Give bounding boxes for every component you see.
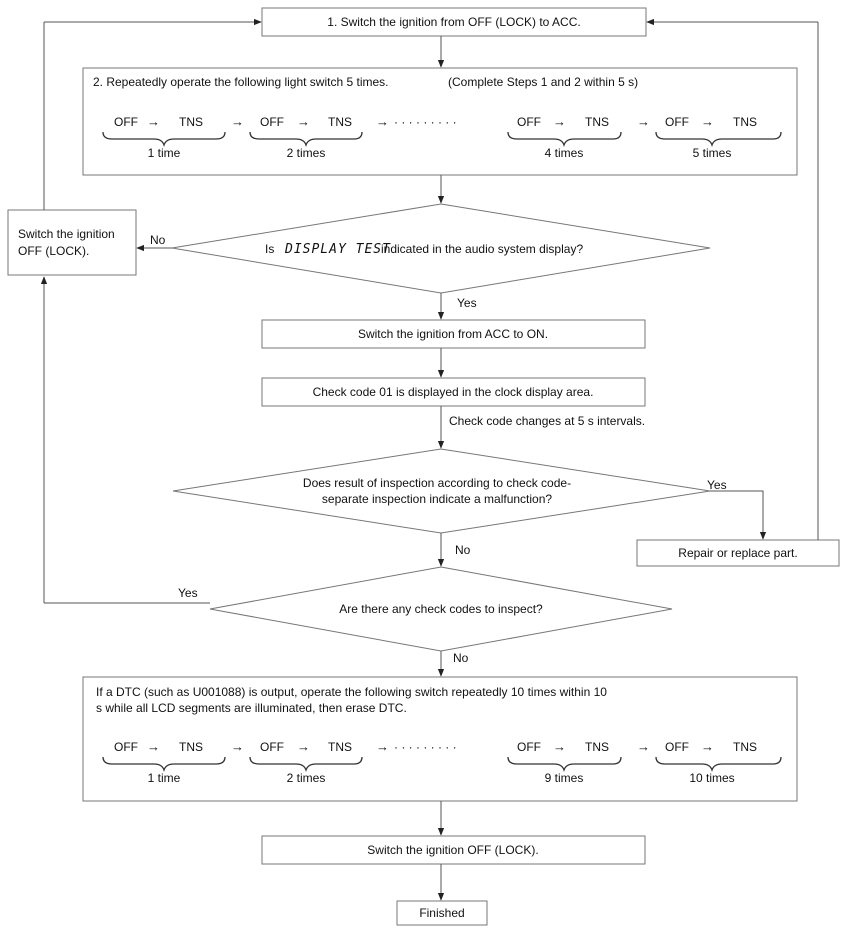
switch-sequence-2: OFF → TNS → OFF → TNS → · · · · · · · · … [102,739,782,785]
seq2-tns-c: TNS [585,740,609,754]
seq2-arrow-a: → [147,739,160,754]
switch-off-left-line1: Switch the ignition [18,227,115,241]
switch-off-left-line2: OFF (LOCK). [18,244,89,258]
seq2-arrow-bc: → [376,739,389,754]
decision-malfunction [172,448,711,534]
seq2-tns-d: TNS [733,740,757,754]
seq2-arrow-ab: → [231,739,244,754]
seq1-tns-b: TNS [328,115,352,129]
repair-box [636,539,840,567]
seq1-arrow-b: → [297,114,310,129]
seq1-tns-d: TNS [733,115,757,129]
seq2-arrow-b: → [297,739,310,754]
seq1-off-a: OFF [114,115,138,129]
decision3-yes-label: Yes [178,586,198,600]
seq1-off-c: OFF [517,115,541,129]
decision1-no-label: No [150,233,166,247]
seq1-arrow-ab: → [231,114,244,129]
repair-text: Repair or replace part. [678,546,797,560]
seq1-off-b: OFF [260,115,284,129]
seq1-arrow-c: → [553,114,566,129]
seq2-brace-2 [249,756,363,773]
finished-text: Finished [419,906,464,920]
seq2-off-a: OFF [114,740,138,754]
seq1-brace-1 [102,131,226,148]
switch-off-final-text: Switch the ignition OFF (LOCK). [367,843,538,857]
seq2-brace-4 [655,756,782,773]
seq1-off-d: OFF [665,115,689,129]
seq2-brace-1 [102,756,226,773]
seq1-arrow-cd: → [637,114,650,129]
step1-box [261,7,647,37]
seq1-brace-2 [249,131,363,148]
seq1-brace-4 [655,131,782,148]
decision3-no-label: No [453,651,469,665]
check-code-interval-note: Check code changes at 5 s intervals. [449,414,645,428]
seq2-arrow-d: → [701,739,714,754]
seq1-count-1: 1 time [148,146,181,160]
dtc-erase-box [82,676,798,802]
dtc-text-line1: If a DTC (such as U001088) is output, op… [96,685,607,699]
seq1-count-2: 2 times [287,146,326,160]
seq2-tns-a: TNS [179,740,203,754]
decision2-line2: separate inspection indicate a malfuncti… [322,492,552,506]
decision1-yes-label: Yes [457,296,477,310]
seq2-dots: · · · · · · · · · [394,740,457,754]
step2-time-limit: (Complete Steps 1 and 2 within 5 s) [448,75,638,89]
seq2-count-2: 2 times [287,771,326,785]
decision2-line1: Does result of inspection according to c… [303,476,571,490]
decision1-suffix: indicated in the audio system display? [381,242,583,256]
decision2-yes-label: Yes [707,478,727,492]
seq2-off-b: OFF [260,740,284,754]
seq1-tns-a: TNS [179,115,203,129]
seq2-count-3: 9 times [545,771,584,785]
seq1-arrow-d: → [701,114,714,129]
seq2-count-1: 1 time [148,771,181,785]
switch-on-box [261,319,646,349]
dtc-text-line2: s while all LCD segments are illuminated… [96,701,407,715]
switch-off-box-left [7,209,137,276]
decision2-no-label: No [455,543,471,557]
seq1-dots: · · · · · · · · · [394,115,457,129]
seq1-brace-3 [507,131,622,148]
seq2-off-c: OFF [517,740,541,754]
step2-text: 2. Repeatedly operate the following ligh… [93,75,389,89]
seq1-count-3: 4 times [545,146,584,160]
seq2-count-4: 10 times [689,771,734,785]
seq2-brace-3 [507,756,622,773]
decision3-text: Are there any check codes to inspect? [339,602,543,616]
check-code-box [261,377,646,407]
check-code-text: Check code 01 is displayed in the clock … [313,385,594,399]
step1-text: 1. Switch the ignition from OFF (LOCK) t… [327,15,580,29]
seq2-tns-b: TNS [328,740,352,754]
seq2-off-d: OFF [665,740,689,754]
seq1-arrow-a: → [147,114,160,129]
decision1-display-test: DISPLAY TEST [284,242,391,257]
seq1-tns-c: TNS [585,115,609,129]
connector-d2-yes [710,490,767,540]
switch-on-text: Switch the ignition from ACC to ON. [358,327,548,341]
seq1-count-4: 5 times [693,146,732,160]
seq2-arrow-cd: → [637,739,650,754]
switch-sequence-1: OFF → TNS → OFF → TNS → · · · · · · · · … [102,114,782,160]
switch-off-final-box [261,835,646,865]
step2-box [82,67,798,176]
decision1-prefix: Is [265,242,274,256]
seq2-arrow-c: → [553,739,566,754]
seq1-arrow-bc: → [376,114,389,129]
finished-box [396,900,488,926]
